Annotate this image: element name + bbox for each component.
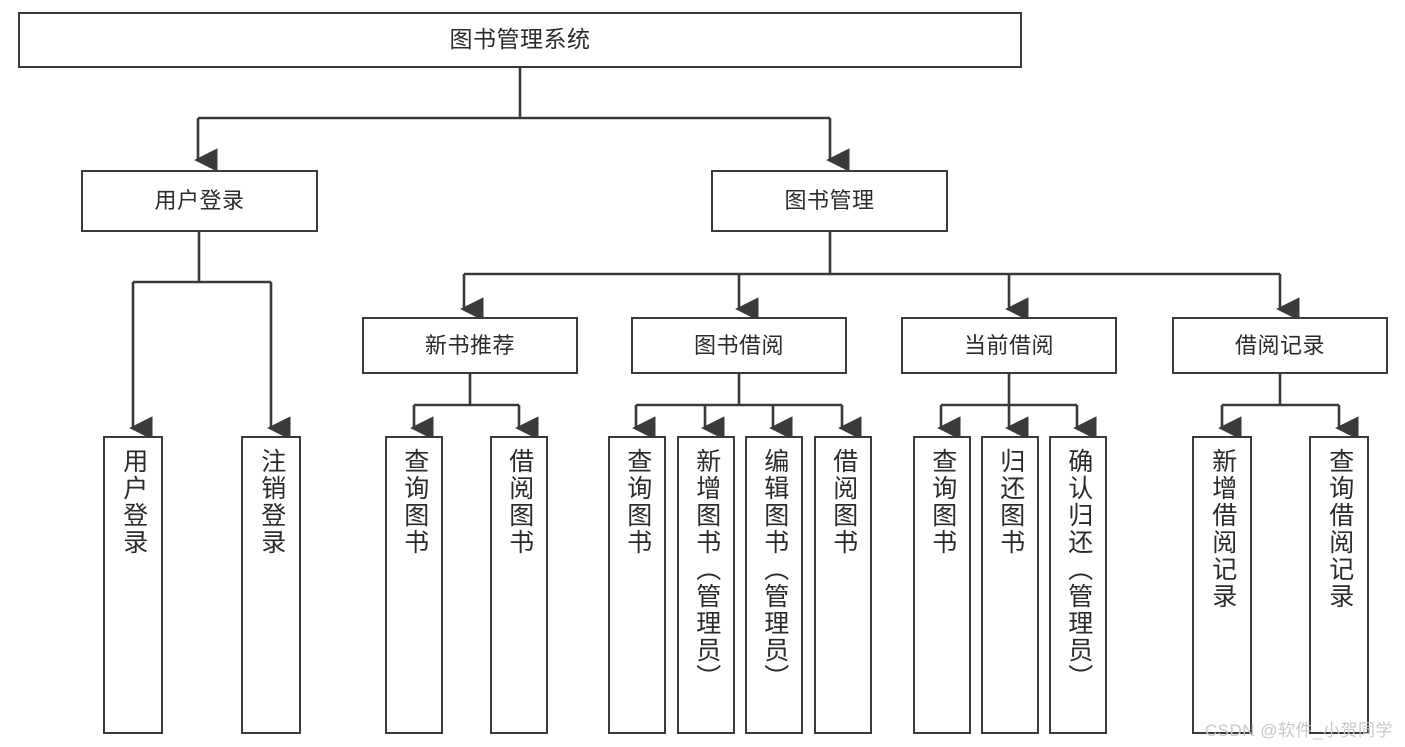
leaf-logout[interactable]: 注销登录 bbox=[241, 436, 301, 734]
leaf-edit-book-admin[interactable]: 编辑图书（管理员） bbox=[745, 436, 803, 734]
node-label: 查询图书 bbox=[400, 448, 429, 556]
leaf-user-login[interactable]: 用户登录 bbox=[103, 436, 163, 734]
node-label: 确认归还（管理员） bbox=[1064, 448, 1093, 691]
node-current-borrow[interactable]: 当前借阅 bbox=[901, 317, 1117, 374]
node-label: 新增图书（管理员） bbox=[692, 448, 721, 691]
node-label: 图书借阅 bbox=[693, 332, 784, 358]
node-user-login[interactable]: 用户登录 bbox=[81, 170, 318, 232]
node-label: 归还图书 bbox=[996, 448, 1025, 556]
leaf-query-book-current[interactable]: 查询图书 bbox=[913, 436, 971, 734]
node-label: 查询图书 bbox=[623, 448, 652, 556]
node-label: 新书推荐 bbox=[424, 332, 515, 358]
leaf-borrow-book[interactable]: 借阅图书 bbox=[814, 436, 872, 734]
node-label: 借阅记录 bbox=[1234, 332, 1325, 358]
node-label: 图书管理 bbox=[784, 188, 875, 214]
node-label: 查询图书 bbox=[928, 448, 957, 556]
node-label: 借阅图书 bbox=[829, 448, 858, 556]
node-borrow-records[interactable]: 借阅记录 bbox=[1172, 317, 1388, 374]
node-label: 图书管理系统 bbox=[449, 26, 591, 53]
leaf-query-book-recommend[interactable]: 查询图书 bbox=[385, 436, 443, 734]
node-book-management[interactable]: 图书管理 bbox=[711, 170, 948, 232]
node-label: 编辑图书（管理员） bbox=[760, 448, 789, 691]
node-label: 用户登录 bbox=[154, 188, 245, 214]
node-new-book-recommend[interactable]: 新书推荐 bbox=[362, 317, 578, 374]
node-label: 查询借阅记录 bbox=[1325, 448, 1354, 610]
node-label: 借阅图书 bbox=[505, 448, 534, 556]
node-label: 用户登录 bbox=[119, 448, 148, 556]
leaf-add-book-admin[interactable]: 新增图书（管理员） bbox=[677, 436, 735, 734]
leaf-query-book-borrow[interactable]: 查询图书 bbox=[608, 436, 666, 734]
node-label: 注销登录 bbox=[257, 448, 286, 556]
node-book-borrow[interactable]: 图书借阅 bbox=[631, 317, 847, 374]
node-label: 新增借阅记录 bbox=[1208, 448, 1237, 610]
node-root-system[interactable]: 图书管理系统 bbox=[18, 12, 1022, 68]
leaf-query-borrow-record[interactable]: 查询借阅记录 bbox=[1309, 436, 1369, 734]
leaf-return-book[interactable]: 归还图书 bbox=[981, 436, 1039, 734]
csdn-watermark: CSDN @软件_小贺同学 bbox=[1204, 721, 1393, 740]
leaf-confirm-return-admin[interactable]: 确认归还（管理员） bbox=[1049, 436, 1107, 734]
node-label: 当前借阅 bbox=[963, 332, 1054, 358]
leaf-borrow-book-recommend[interactable]: 借阅图书 bbox=[490, 436, 548, 734]
leaf-add-borrow-record[interactable]: 新增借阅记录 bbox=[1192, 436, 1252, 734]
